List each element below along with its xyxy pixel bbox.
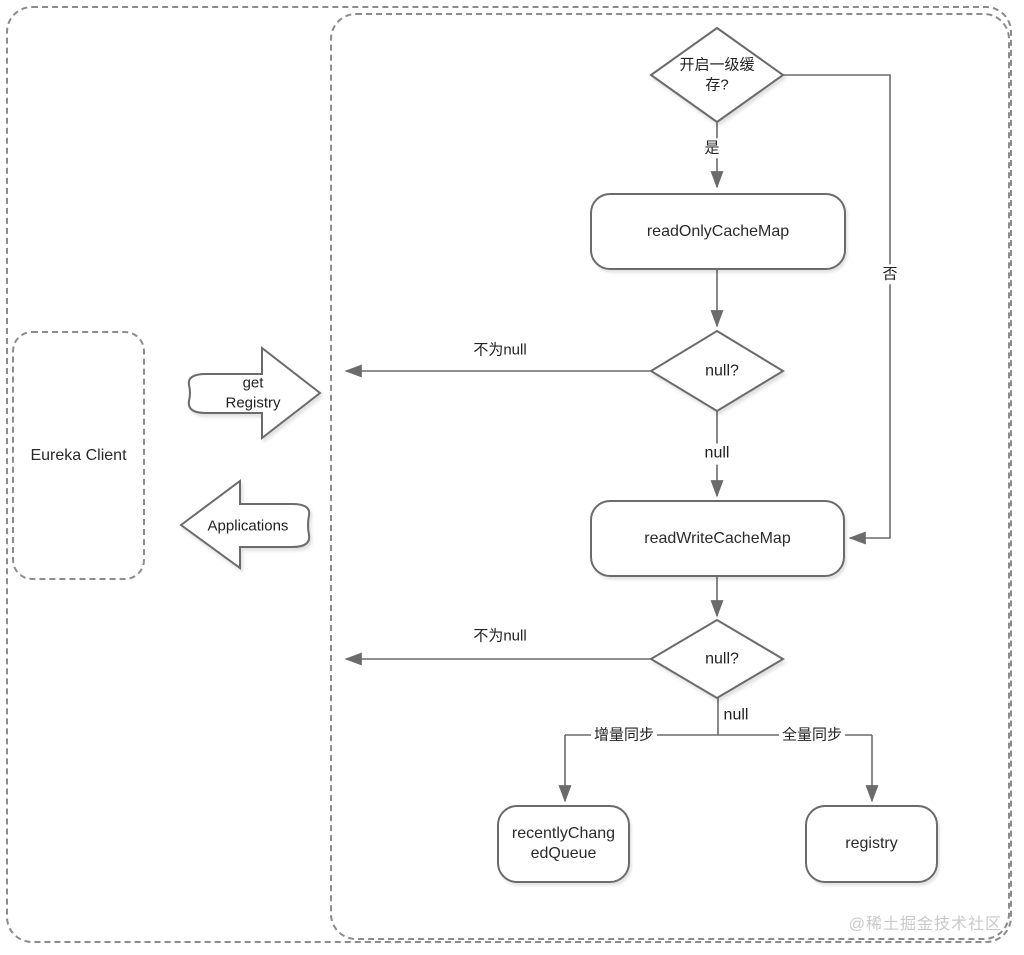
get-registry-arrow-label: get Registry bbox=[225, 374, 281, 412]
edge-label-not-null-1: 不为null bbox=[473, 341, 527, 359]
edge-label-not-null-2: 不为null bbox=[473, 627, 527, 645]
server-dashed-container bbox=[330, 13, 1010, 940]
null-check-1-label: null? bbox=[705, 362, 739, 380]
edge-label-null-1: null bbox=[701, 443, 733, 465]
eureka-client-label: Eureka Client bbox=[30, 446, 127, 464]
read-only-cache-node: readOnlyCacheMap bbox=[590, 193, 846, 270]
diamond-null-check-1 bbox=[649, 329, 785, 413]
edge-label-yes: 是 bbox=[701, 138, 723, 158]
diamond-null-check-2 bbox=[649, 618, 785, 700]
null-check-2-label: null? bbox=[705, 650, 739, 668]
read-only-cache-label: readOnlyCacheMap bbox=[646, 222, 790, 240]
recently-changed-queue-line2: edQueue bbox=[530, 845, 597, 862]
read-write-cache-label: readWriteCacheMap bbox=[644, 529, 791, 547]
recently-changed-queue-line1: recentlyChang bbox=[511, 825, 616, 842]
recently-changed-queue-node: recentlyChang edQueue bbox=[497, 805, 630, 883]
registry-node: registry bbox=[805, 805, 938, 883]
diamond-enable-cache bbox=[649, 26, 785, 124]
edge-label-null-2: null bbox=[723, 706, 749, 724]
outer-dashed-container bbox=[6, 6, 1012, 943]
edge-label-no: 否 bbox=[879, 264, 901, 284]
edge-no-to-readwrite bbox=[783, 74, 891, 545]
applications-arrow-shape bbox=[179, 479, 311, 570]
eureka-client-node: Eureka Client bbox=[12, 331, 145, 580]
edge-label-full-sync: 全量同步 bbox=[778, 725, 846, 745]
get-registry-arrow-shape bbox=[187, 345, 322, 441]
watermark: @稀土掘金技术社区 bbox=[848, 916, 1002, 933]
read-write-cache-node: readWriteCacheMap bbox=[590, 500, 845, 577]
applications-arrow-label: Applications bbox=[207, 517, 289, 535]
edge-label-incremental-sync: 增量同步 bbox=[590, 725, 658, 745]
registry-label: registry bbox=[845, 835, 898, 852]
enable-cache-decision-label: 开启一级缓 存? bbox=[679, 56, 755, 94]
